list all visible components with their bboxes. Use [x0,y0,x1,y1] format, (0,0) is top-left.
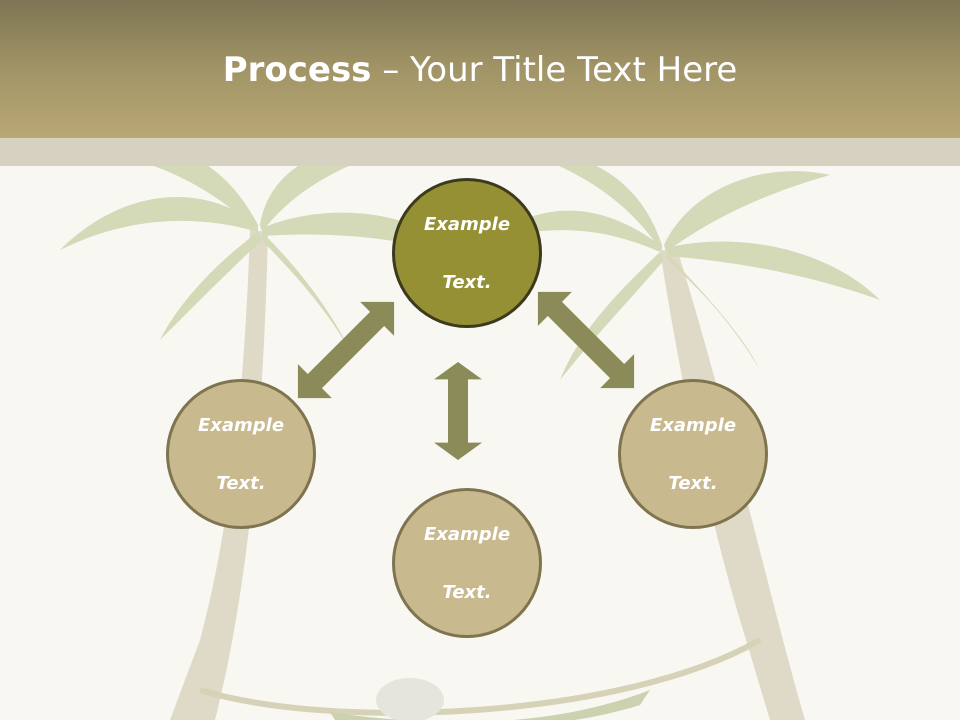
node-center-line1: Example [423,213,511,235]
node-bottom-line2: Text. [442,581,492,603]
hammock-figure-head [376,678,444,720]
title-bold: Process [222,50,372,90]
double-arrow-icon-left [280,284,412,416]
hammock-fabric [330,690,650,720]
node-left-line2: Text. [216,472,266,494]
title-rest: – Your Title Text Here [371,50,738,90]
node-bottom-line1: Example [423,523,511,545]
hammock-rope [199,637,762,716]
node-center-line2: Text. [442,271,492,293]
double-arrow-icon-vertical [434,362,482,460]
double-arrow-icon-right [520,274,652,406]
title-header [0,0,960,138]
node-left-line1: Example [197,414,285,436]
node-right-line2: Text. [668,472,718,494]
slide-title: Process – Your Title Text Here [0,50,960,90]
header-band [0,138,960,166]
node-right-line1: Example [649,414,737,436]
